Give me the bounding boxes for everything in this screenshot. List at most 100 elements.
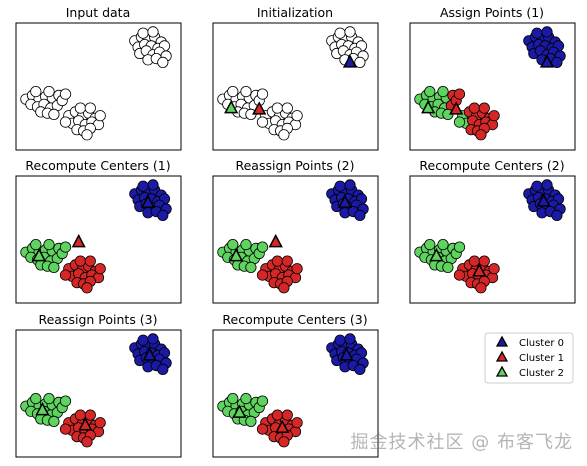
data-point	[43, 86, 55, 98]
cluster-center-2	[35, 401, 50, 416]
data-point	[453, 241, 466, 253]
panel-recompute-centers-1: Recompute Centers (1)	[15, 158, 182, 304]
data-point	[354, 363, 366, 375]
data-point	[245, 261, 257, 273]
panel-title: Input data	[66, 5, 131, 20]
marks	[414, 179, 566, 294]
legend-label: Cluster 1	[519, 353, 564, 364]
data-point	[74, 409, 87, 421]
data-point	[281, 102, 293, 114]
data-point	[334, 27, 346, 39]
data-point	[137, 334, 149, 346]
marks	[217, 333, 369, 448]
panel-reassign-points-3: Reassign Points (3)	[15, 312, 182, 458]
data-point	[478, 255, 490, 267]
data-point	[59, 88, 72, 100]
cluster-center-1	[252, 101, 267, 115]
cluster-center-0	[342, 54, 358, 68]
data-point	[256, 241, 269, 253]
data-point	[256, 116, 269, 128]
cluster-center-0	[140, 194, 156, 208]
legend-marker-cluster-2	[495, 365, 509, 377]
marks	[414, 26, 566, 141]
data-point	[531, 180, 543, 192]
marks	[20, 333, 172, 448]
data-point	[256, 88, 269, 100]
cluster-center-1	[275, 419, 290, 434]
data-point	[59, 423, 72, 435]
panel-title: Recompute Centers (3)	[222, 312, 367, 327]
data-point	[354, 209, 366, 221]
panel-recompute-centers-2: Recompute Centers (2)	[409, 158, 576, 304]
data-point	[475, 129, 487, 141]
data-point	[271, 102, 283, 114]
data-point	[30, 392, 42, 405]
cluster-center-2	[429, 247, 444, 262]
data-point	[84, 255, 96, 267]
cluster-center-1	[71, 233, 86, 248]
cluster-center-2	[421, 100, 436, 114]
data-point	[344, 179, 356, 191]
marks	[20, 26, 172, 141]
data-point	[256, 395, 269, 407]
cluster-center-2	[31, 247, 47, 262]
cluster-center-2	[232, 404, 247, 418]
marks	[217, 26, 369, 141]
cluster-center-0	[536, 193, 551, 207]
cluster-center-0	[539, 54, 555, 68]
data-point	[478, 102, 490, 114]
data-point	[278, 282, 290, 294]
data-point	[43, 392, 55, 405]
cluster-center-2	[229, 247, 244, 262]
cluster-center-1	[449, 101, 464, 115]
data-point	[81, 129, 93, 141]
data-point	[488, 263, 500, 275]
data-point	[334, 180, 346, 192]
data-point	[437, 239, 449, 251]
data-point	[59, 241, 72, 253]
data-point	[278, 129, 290, 141]
data-point	[59, 269, 72, 281]
data-point	[453, 116, 466, 128]
data-point	[94, 417, 106, 429]
cluster-center-1	[472, 263, 487, 277]
data-point	[344, 333, 356, 345]
data-point	[59, 116, 72, 128]
data-point	[147, 179, 159, 191]
data-point	[84, 409, 96, 421]
watermark: 掘金技术社区 @ 布客飞龙	[350, 432, 573, 453]
panel-title: Recompute Centers (1)	[25, 158, 170, 173]
data-point	[245, 415, 257, 427]
legend-marker-cluster-1	[495, 350, 509, 362]
panel-assign-points-1: Assign Points (1)	[409, 5, 576, 151]
cluster-center-0	[337, 194, 353, 208]
cluster-center-1	[78, 417, 93, 431]
panel-reassign-points-2: Reassign Points (2)	[212, 158, 379, 304]
data-point	[271, 409, 283, 421]
panel-title: Reassign Points (3)	[38, 312, 157, 327]
data-point	[424, 239, 436, 251]
data-point	[281, 255, 293, 267]
data-point	[157, 209, 169, 221]
data-point	[94, 263, 106, 275]
data-point	[240, 239, 252, 251]
data-point	[74, 255, 87, 267]
cluster-center-0	[142, 347, 157, 361]
data-point	[442, 261, 454, 273]
data-point	[157, 56, 169, 69]
data-point	[291, 263, 303, 275]
panel-title: Reassign Points (2)	[235, 158, 354, 173]
data-point	[147, 333, 159, 345]
data-point	[227, 392, 239, 405]
data-point	[256, 269, 269, 281]
data-point	[227, 86, 239, 98]
data-point	[541, 26, 553, 38]
cluster-center-2	[224, 100, 239, 114]
data-point	[81, 282, 93, 294]
data-point	[475, 282, 487, 294]
panel-title: Recompute Centers (2)	[419, 158, 564, 173]
data-point	[147, 26, 159, 38]
data-point	[488, 110, 500, 122]
panel-input-data: Input data	[15, 5, 182, 151]
